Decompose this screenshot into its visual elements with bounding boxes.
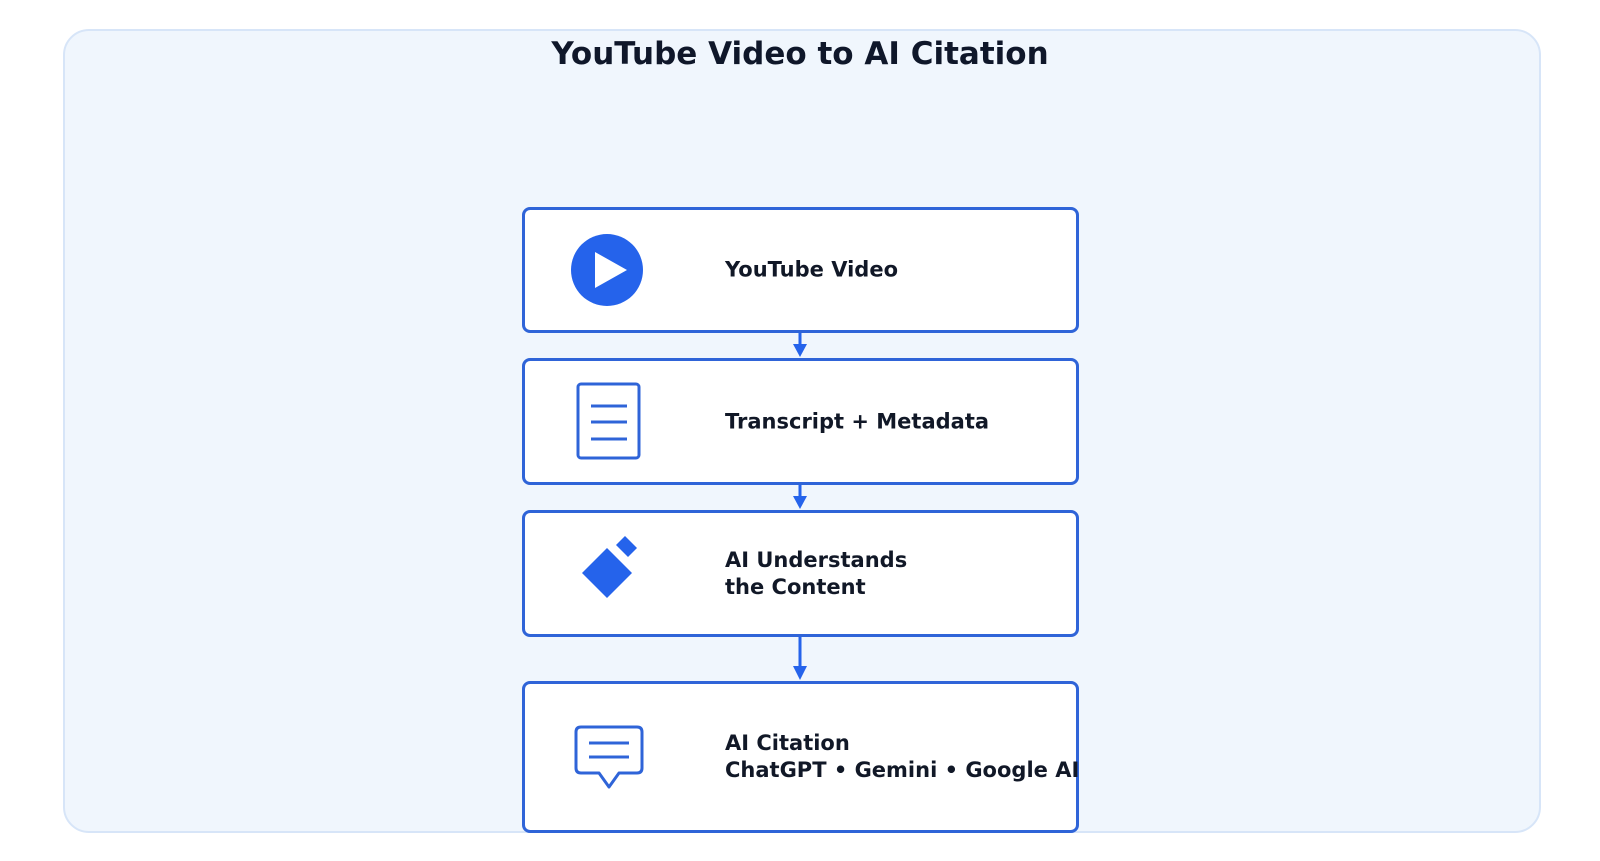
chat-bubble-icon — [567, 717, 647, 797]
step-label-line: the Content — [725, 574, 866, 599]
step-label: AI Understands the Content — [725, 547, 907, 601]
step-label-line: AI Understands — [725, 547, 908, 572]
step-ai-understands: AI Understands the Content — [522, 510, 1079, 637]
ai-diamond-icon — [567, 534, 647, 614]
play-icon — [567, 230, 647, 310]
step-label-line: YouTube Video — [725, 257, 898, 282]
step-label-line: AI Citation — [725, 731, 850, 755]
step-label: Transcript + Metadata — [725, 408, 989, 435]
step-youtube-video: YouTube Video — [522, 207, 1079, 333]
flow-arrow — [790, 485, 810, 510]
step-label: AI Citation ChatGPT • Gemini • Google AI — [725, 730, 1079, 784]
step-transcript-metadata: Transcript + Metadata — [522, 358, 1079, 485]
step-label: YouTube Video — [725, 257, 898, 284]
flow-arrow — [790, 637, 810, 681]
step-label-line: ChatGPT • Gemini • Google AI — [725, 758, 1080, 782]
flow-arrow — [790, 333, 810, 358]
step-ai-citation: AI Citation ChatGPT • Gemini • Google AI — [522, 681, 1079, 833]
diagram-title: YouTube Video to AI Citation — [551, 36, 1049, 72]
document-icon — [567, 382, 647, 462]
step-label-line: Transcript + Metadata — [725, 409, 990, 433]
